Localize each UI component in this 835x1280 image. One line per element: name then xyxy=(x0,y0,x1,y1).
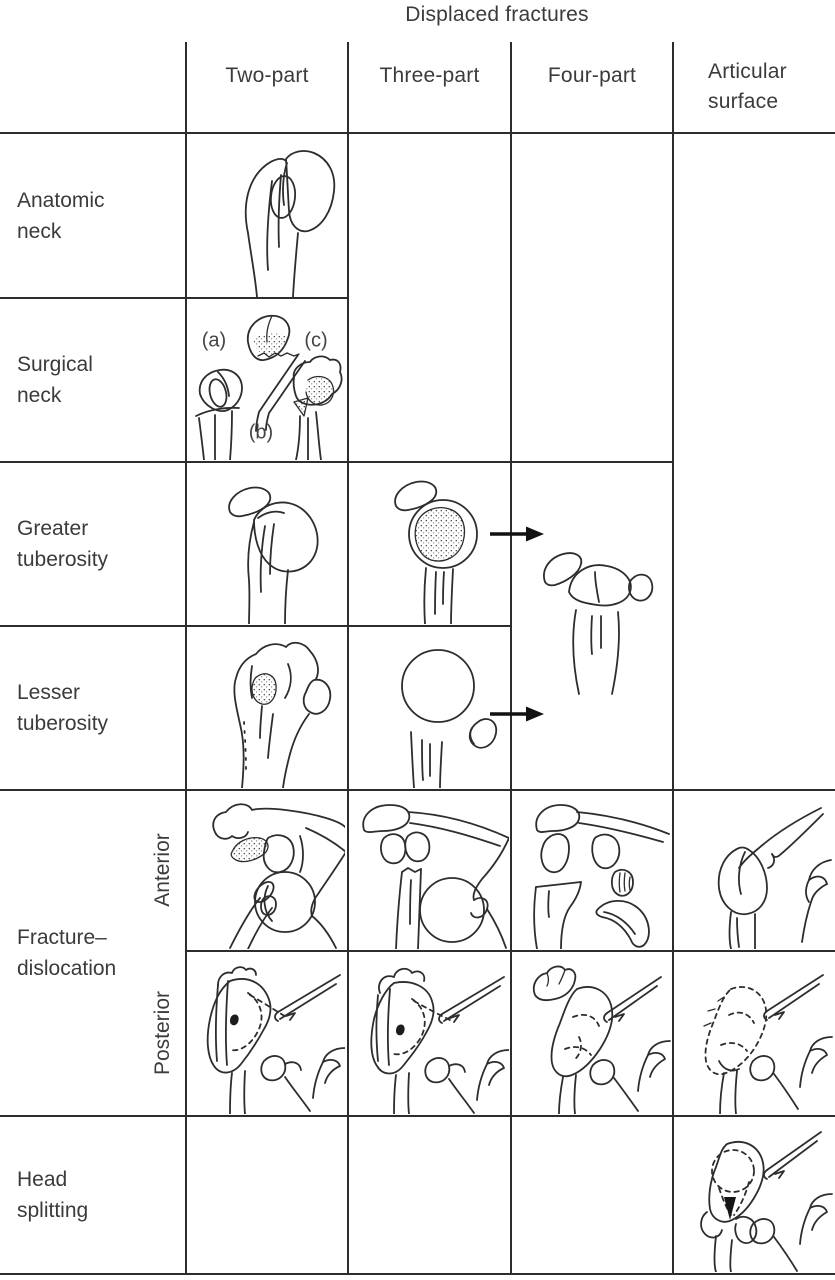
label-variant-b: (b) xyxy=(248,421,274,444)
illustration-surgical-neck-two-part xyxy=(195,314,343,460)
row-label-surgical-neck: Surgical neck xyxy=(17,353,93,407)
illustration-anterior-dislocation-three-part xyxy=(362,804,509,949)
illustration-posterior-dislocation-two-part xyxy=(206,966,345,1114)
column-header-articular-surface: Articular surface xyxy=(708,60,787,113)
illustration-head-splitting xyxy=(700,1131,833,1272)
row-label-anatomic-neck: Anatomic neck xyxy=(17,188,105,243)
row-label-head-splitting: Head splitting xyxy=(17,1168,89,1222)
row-label-fracture-dislocation: Fracture–dislocation xyxy=(17,926,117,980)
illustration-four-part xyxy=(543,552,654,695)
arrow-greater-to-four-part-icon xyxy=(490,526,544,542)
illustration-greater-tuberosity-two-part xyxy=(228,486,319,624)
figure-title: Displaced fractures xyxy=(405,3,589,26)
illustration-posterior-dislocation-four-part xyxy=(532,965,671,1114)
row-label-greater-tuberosity: Greater tuberosity xyxy=(17,517,109,571)
illustration-posterior-dislocation-articular xyxy=(703,974,833,1114)
row-label-lesser-tuberosity: Lesser tuberosity xyxy=(17,681,109,735)
subrow-label-anterior: Anterior xyxy=(151,833,174,907)
illustration-anterior-dislocation-two-part xyxy=(212,803,345,949)
illustration-lesser-tuberosity-two-part xyxy=(233,641,332,788)
subrow-label-posterior: Posterior xyxy=(151,990,174,1076)
illustration-posterior-dislocation-three-part xyxy=(370,967,509,1114)
illustration-greater-tuberosity-three-part xyxy=(394,480,478,624)
arrow-lesser-to-four-part-icon xyxy=(490,706,544,722)
column-header-three-part: Three-part xyxy=(379,64,480,87)
label-variant-a: (a) xyxy=(201,329,227,352)
column-header-four-part: Four-part xyxy=(547,64,637,87)
column-header-two-part: Two-part xyxy=(225,64,309,87)
illustration-lesser-tuberosity-three-part xyxy=(401,649,498,788)
illustration-anterior-dislocation-articular xyxy=(717,807,832,949)
label-variant-c: (c) xyxy=(304,329,328,352)
illustration-anterior-dislocation-four-part xyxy=(533,804,670,949)
illustration-anatomic-neck-two-part xyxy=(244,150,336,297)
